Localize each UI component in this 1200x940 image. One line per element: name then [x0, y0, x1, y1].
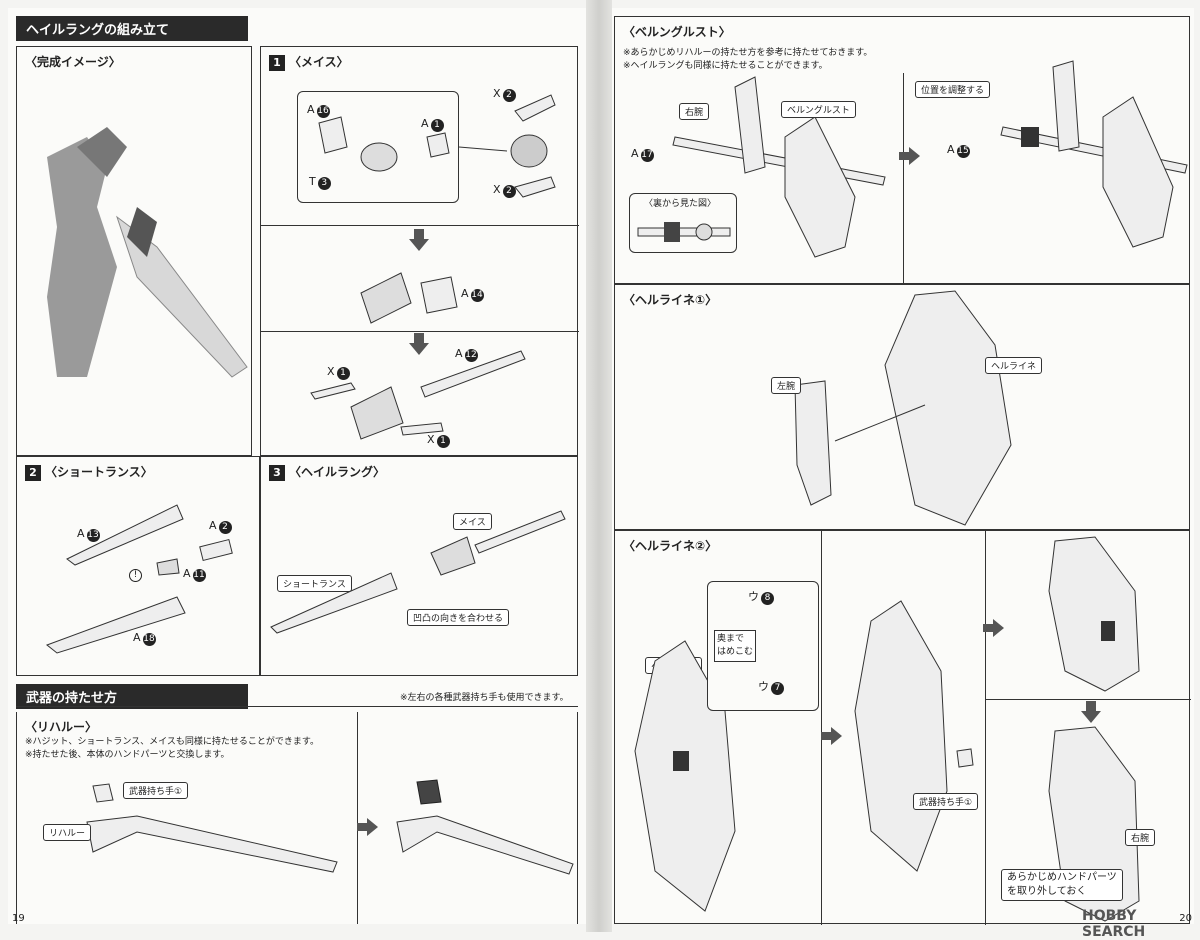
- hell-line-1-title: 〈ヘルライネ①〉: [623, 293, 718, 307]
- tag-weapon-hand-2: 武器持ち手①: [913, 793, 979, 810]
- step1-title-text: 〈メイス〉: [289, 55, 349, 69]
- step1-assembly-drawing-3: [310, 350, 526, 440]
- step1-title: 1 〈メイス〉: [269, 53, 349, 71]
- hell2-arrow-3: [1081, 701, 1101, 723]
- right-page: 〈ベルングルスト〉 ※あらかじめリハルーの持たせ方を参考に持たせておきます。 ※…: [612, 8, 1194, 940]
- step1-down-arrow-1: [409, 229, 429, 251]
- hell2-divider-3: [985, 699, 1191, 700]
- tag-right-arm-2: 右腕: [1125, 829, 1156, 846]
- hell-line-2-drawing-2: [854, 600, 974, 872]
- book-spine: [586, 0, 612, 932]
- left-page-number: 19: [12, 913, 25, 924]
- right-page-number: 20: [1179, 913, 1192, 924]
- tag-back-view: 〈裏から見た図〉: [644, 199, 717, 209]
- finished-image-figure: [47, 127, 248, 378]
- tag-rihalu: リハルー: [43, 824, 92, 841]
- caution-icon: !: [129, 567, 142, 582]
- step1-divider-2: [261, 331, 579, 332]
- rihalu-divider: [357, 712, 358, 924]
- bellung-drawing-left: [672, 76, 886, 258]
- weapons-note: ※左右の各種武器持ち手も使用できます。: [400, 693, 569, 703]
- tag-hell-line: ヘルライネ: [985, 357, 1043, 374]
- step3-hail-rung-drawing: [270, 510, 566, 634]
- step1-divider-1: [261, 225, 579, 226]
- step1-down-arrow-2: [409, 333, 429, 355]
- step2-short-lance-drawing: [45, 504, 233, 654]
- hell2-divider-2: [985, 531, 986, 925]
- step2-title: 2〈ショートランス〉: [25, 463, 153, 481]
- step1-number: 1: [269, 55, 285, 71]
- tag-mace: メイス: [453, 513, 492, 530]
- bellung-panel: 〈ベルングルスト〉 ※あらかじめリハルーの持たせ方を参考に持たせておきます。 ※…: [614, 16, 1190, 285]
- tag-bellung: ベルングルスト: [781, 101, 856, 118]
- weapons-section-title: 武器の持たせ方: [16, 684, 248, 709]
- rihalu-panel: 〈リハルー〉 ※ハジット、ショートランス、メイスも同様に持たせることができます。…: [16, 712, 578, 924]
- weapons-bar-line: [16, 706, 578, 707]
- step1-mace-parts-drawing: [318, 94, 556, 198]
- step3-title: 3〈ヘイルラング〉: [269, 463, 385, 481]
- hell-line-1-panel: 〈ヘルライネ①〉 左腕 ヘルライネ: [614, 284, 1190, 530]
- push-fully-in: 奥まで はめこむ: [714, 630, 757, 662]
- bellung-divider: [903, 73, 904, 285]
- tag-right-arm: 右腕: [679, 103, 710, 120]
- rihalu-right-arrow: [357, 818, 378, 836]
- rihalu-drawing-before: [86, 783, 338, 873]
- rihalu-note-1: ※ハジット、ショートランス、メイスも同様に持たせることができます。: [25, 737, 320, 747]
- section-title: ヘイルラングの組み立て: [16, 16, 248, 41]
- rihalu-drawing-after: [396, 779, 574, 875]
- hell2-divider-1: [821, 531, 822, 925]
- bellung-drawing-right: [1000, 60, 1188, 248]
- hell-line-1-drawing: [794, 290, 1012, 526]
- note-remove-hand-parts: あらかじめハンドパーツ を取り外しておく: [1001, 869, 1123, 901]
- hell-line-2-title: 〈ヘルライネ②〉: [623, 539, 718, 553]
- step3-panel: 3〈ヘイルラング〉 メイス ショートランス 凹凸の向きを合わせる: [260, 456, 578, 676]
- back-view-box: 〈裏から見た図〉: [629, 193, 737, 253]
- tag-weapon-hand: 武器持ち手①: [123, 782, 189, 799]
- bellung-title: 〈ベルングルスト〉: [623, 25, 731, 39]
- back-view-drawing: [637, 222, 731, 242]
- hell-line-2-panel: 〈ヘルライネ②〉 ヘルライネ ウ8 奥まで はめこむ ウ7 武器持ち手① 右腕 …: [614, 530, 1191, 925]
- hell2-arrow-2: [983, 619, 1004, 637]
- finished-image-panel: 〈完成イメージ〉: [16, 46, 252, 456]
- tag-short-lance: ショートランス: [277, 575, 352, 592]
- tag-align-instruction: 凹凸の向きを合わせる: [407, 609, 510, 626]
- hell2-arrow-1: [821, 727, 842, 745]
- step1-assembly-drawing-2: [360, 272, 458, 324]
- bellung-note-2: ※ヘイルラングも同様に持たせることができます。: [623, 61, 828, 71]
- bellung-note-1: ※あらかじめリハルーの持たせ方を参考に持たせておきます。: [623, 48, 873, 58]
- rihalu-title: 〈リハルー〉: [25, 720, 98, 734]
- rihalu-note-2: ※持たせた後、本体のハンドパーツと交換します。: [25, 750, 230, 760]
- finished-image-title: 〈完成イメージ〉: [25, 55, 121, 69]
- hobby-search-watermark: HOBBY SEARCH: [1082, 908, 1146, 940]
- hell-line-2-drawing-3: [1048, 536, 1140, 922]
- tag-adjust-position: 位置を調整する: [915, 81, 991, 98]
- bellung-right-arrow: [899, 147, 920, 165]
- tag-left-arm: 左腕: [771, 377, 802, 394]
